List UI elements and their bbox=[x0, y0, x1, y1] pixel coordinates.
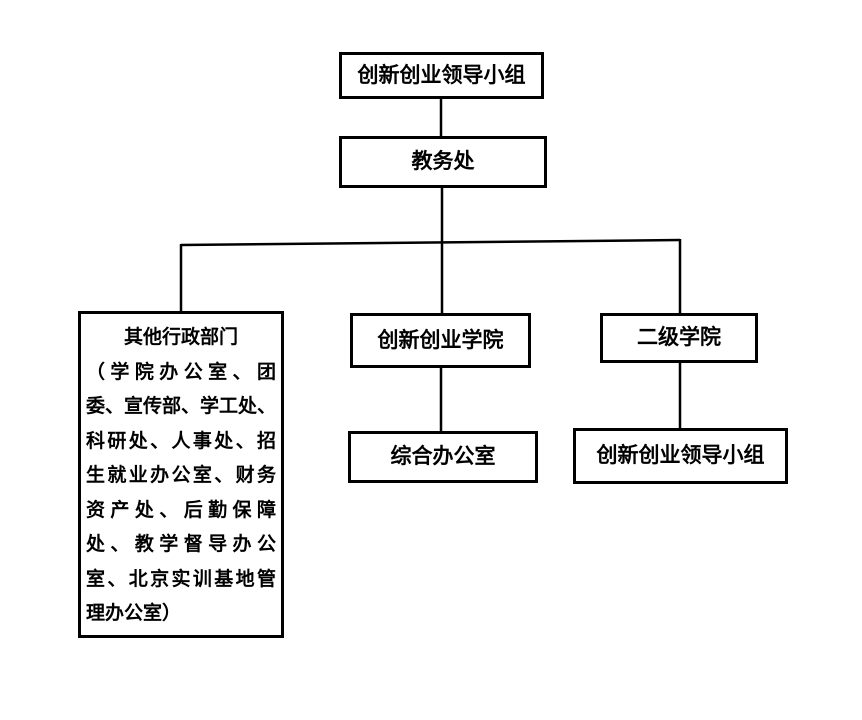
node-general-office: 综合办公室 bbox=[348, 431, 538, 483]
node-academic-affairs-label: 教务处 bbox=[411, 150, 475, 174]
other-admin-line: 委、宣传部、学工处、 bbox=[86, 396, 277, 417]
other-admin-line: 理办公室） bbox=[86, 603, 182, 624]
node-secondary-colleges: 二级学院 bbox=[600, 313, 758, 363]
node-leading-group-top-label: 创新创业领导小组 bbox=[357, 63, 526, 87]
node-innovation-college-label: 创新创业学院 bbox=[377, 328, 504, 352]
other-admin-line: 生就业办公室、财务 bbox=[86, 465, 276, 486]
node-secondary-colleges-label: 二级学院 bbox=[637, 326, 721, 350]
node-general-office-label: 综合办公室 bbox=[390, 445, 496, 469]
node-other-admin-departments: 其他行政部门 （学院办公室、团 委、宣传部、学工处、 科研处、人事处、招 生就业… bbox=[78, 311, 284, 638]
other-admin-line: 处、教学督导办公 bbox=[86, 534, 276, 555]
node-innovation-college: 创新创业学院 bbox=[350, 313, 531, 368]
node-academic-affairs: 教务处 bbox=[339, 136, 547, 188]
other-admin-line: （学院办公室、团 bbox=[86, 361, 276, 383]
other-admin-line: 资产处、后勤保障 bbox=[86, 499, 276, 521]
node-leading-group-secondary: 创新创业领导小组 bbox=[573, 428, 788, 484]
node-leading-group-top: 创新创业领导小组 bbox=[339, 52, 544, 99]
node-leading-group-secondary-label: 创新创业领导小组 bbox=[596, 444, 765, 468]
edge-horizontal-branch bbox=[180, 238, 681, 247]
other-admin-line: 室、北京实训基地管 bbox=[86, 568, 276, 590]
other-admin-line: 科研处、人事处、招 bbox=[86, 430, 276, 452]
other-admin-line: 其他行政部门 bbox=[123, 327, 238, 348]
